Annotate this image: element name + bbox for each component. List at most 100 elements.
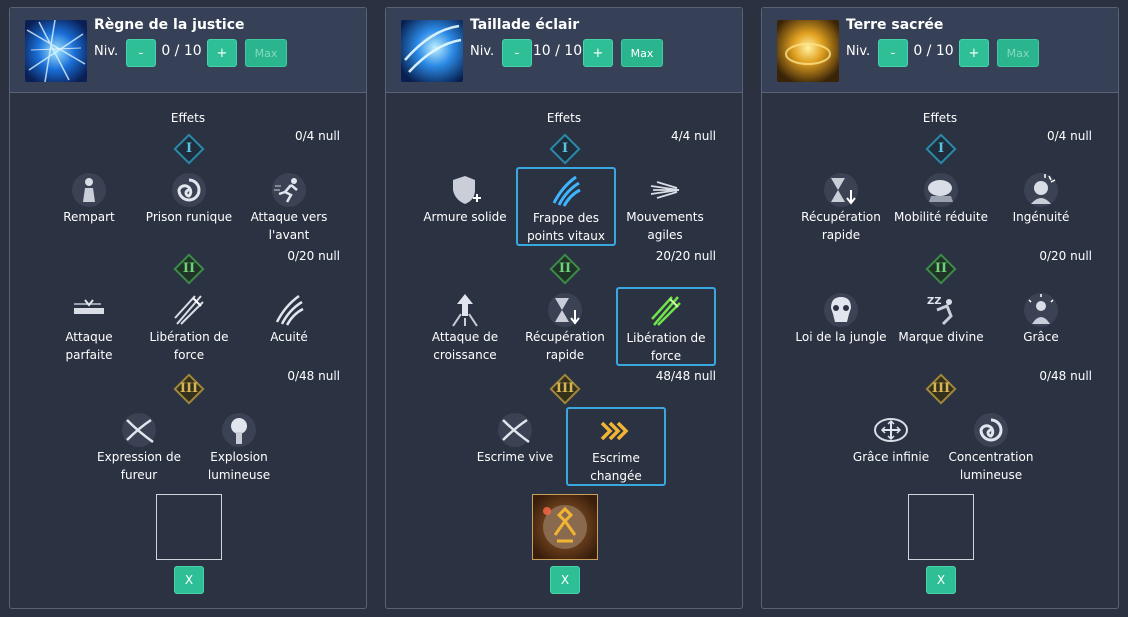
remove-rune-button[interactable]: X	[550, 566, 580, 594]
effect-option[interactable]: Expression de fureur	[90, 406, 188, 484]
increase-level-button[interactable]: +	[583, 39, 613, 67]
effect-option[interactable]: Ingénuité	[992, 166, 1090, 244]
tier-2-numeral: II	[558, 261, 572, 276]
decrease-level-button[interactable]: -	[126, 39, 156, 67]
skill-panel-3: Terre sacrée Niv. - 0 / 10 + Max Effets …	[761, 7, 1119, 609]
swirl-icon	[171, 172, 207, 208]
effect-option[interactable]: Prison runique	[140, 166, 238, 244]
effect-option-selected[interactable]: Libération de force	[616, 287, 716, 366]
tier-2-numeral: II	[182, 261, 196, 276]
max-level-button[interactable]: Max	[621, 39, 663, 67]
remove-rune-button[interactable]: X	[174, 566, 204, 594]
rune-slot-empty[interactable]	[156, 494, 222, 560]
effect-label: Attaque de croissance	[431, 330, 499, 362]
tier-2-count: 0/20 null	[1039, 249, 1092, 263]
effect-option[interactable]: Grâce infinie	[842, 406, 940, 484]
swirl-icon	[973, 412, 1009, 448]
tier-1-count: 4/4 null	[670, 129, 716, 143]
effect-label: Attaque vers l'avant	[250, 210, 328, 242]
effects-heading: Effets	[546, 111, 582, 125]
sleep-figure-icon: ZZ	[923, 292, 959, 328]
level-value: 0 / 10	[913, 43, 954, 59]
effect-label: Libération de force	[626, 331, 706, 363]
decrease-level-button[interactable]: -	[502, 39, 532, 67]
effect-label: Attaque parfaite	[65, 330, 113, 362]
claw-icon	[271, 292, 307, 328]
level-label: Niv.	[470, 44, 495, 59]
effect-label: Grâce infinie	[852, 450, 930, 464]
decrease-level-button[interactable]: -	[878, 39, 908, 67]
effect-label: Explosion lumineuse	[207, 450, 271, 482]
effect-option[interactable]: Acuité	[240, 286, 338, 364]
effect-option[interactable]: Grâce	[992, 286, 1090, 364]
effect-option[interactable]: Armure solide	[416, 166, 514, 244]
effect-option-selected[interactable]: Frappe des points vitaux	[516, 167, 616, 246]
effect-option[interactable]: Escrime vive	[466, 406, 564, 484]
effect-option[interactable]: Attaque vers l'avant	[240, 166, 338, 244]
effect-option[interactable]: ZZ Marque divine	[892, 286, 990, 364]
effect-option[interactable]: Attaque de croissance	[416, 286, 514, 364]
tier-2-count: 0/20 null	[287, 249, 340, 263]
effect-label: Récupération rapide	[525, 330, 605, 362]
rune-slot-empty[interactable]	[908, 494, 974, 560]
cross-slash-icon	[497, 412, 533, 448]
effect-option[interactable]: Loi de la jungle	[792, 286, 890, 364]
effect-option[interactable]: Concentration lumineuse	[942, 406, 1040, 484]
tier-2-count: 20/20 null	[655, 249, 716, 263]
tier-3-numeral: III	[931, 381, 951, 396]
explosion-icon	[221, 412, 257, 448]
effect-option[interactable]: Libération de force	[140, 286, 238, 364]
effects-heading: Effets	[170, 111, 206, 125]
effect-option[interactable]: Rempart	[40, 166, 138, 244]
effects-heading: Effets	[922, 111, 958, 125]
blue-claw-icon	[548, 173, 584, 209]
effect-label: Escrime vive	[476, 450, 554, 464]
skill-header: Règne de la justice Niv. - 0 / 10 + Max	[10, 8, 366, 93]
effect-option[interactable]: Récupération rapide	[516, 286, 614, 364]
effect-option[interactable]: Mouvements agiles	[616, 166, 714, 244]
effect-option[interactable]: Mobilité réduite	[892, 166, 990, 244]
tier-3-numeral: III	[179, 381, 199, 396]
effect-option-selected[interactable]: Escrime changée	[566, 407, 666, 486]
tier-1-numeral: I	[561, 141, 569, 156]
level-value: 0 / 10	[161, 43, 202, 59]
hourglass-down-icon	[823, 172, 859, 208]
human-figure-icon	[71, 172, 107, 208]
speed-lines-icon	[647, 172, 683, 208]
tier-2-numeral: II	[934, 261, 948, 276]
max-level-button[interactable]: Max	[245, 39, 287, 67]
blade-icon	[71, 292, 107, 328]
effect-label: Armure solide	[423, 210, 507, 224]
effect-option[interactable]: Attaque parfaite	[40, 286, 138, 364]
effect-label: Expression de fureur	[97, 450, 181, 482]
max-level-button[interactable]: Max	[997, 39, 1039, 67]
level-label: Niv.	[846, 44, 871, 59]
effect-option[interactable]: Explosion lumineuse	[190, 406, 288, 484]
effect-label: Mouvements agiles	[626, 210, 704, 242]
skill-title: Règne de la justice	[94, 17, 245, 33]
increase-level-button[interactable]: +	[207, 39, 237, 67]
sword-slash-icon	[171, 292, 207, 328]
dash-figure-icon	[271, 172, 307, 208]
tier-3-count: 0/48 null	[287, 369, 340, 383]
hourglass-down-icon	[547, 292, 583, 328]
tier-1-count: 0/4 null	[1046, 129, 1092, 143]
compass-arrows-icon	[873, 412, 909, 448]
shield-plus-icon	[447, 172, 483, 208]
effect-label: Acuité	[270, 330, 308, 344]
effect-label: Prison runique	[145, 210, 233, 224]
tier-1-numeral: I	[185, 141, 193, 156]
skill-icon-slash	[401, 20, 463, 82]
effect-option[interactable]: Récupération rapide	[792, 166, 890, 244]
skill-panel-1: Règne de la justice Niv. - 0 / 10 + Max …	[9, 7, 367, 609]
tier-3-numeral: III	[555, 381, 575, 396]
gold-chevrons-icon	[598, 413, 634, 449]
head-burst-icon	[1023, 172, 1059, 208]
level-label: Niv.	[94, 44, 119, 59]
remove-rune-button[interactable]: X	[926, 566, 956, 594]
increase-level-button[interactable]: +	[959, 39, 989, 67]
sparkle-figure-icon	[1023, 292, 1059, 328]
effect-label: Libération de force	[149, 330, 229, 362]
cross-slash-icon	[121, 412, 157, 448]
rune-slot-filled[interactable]	[532, 494, 598, 560]
